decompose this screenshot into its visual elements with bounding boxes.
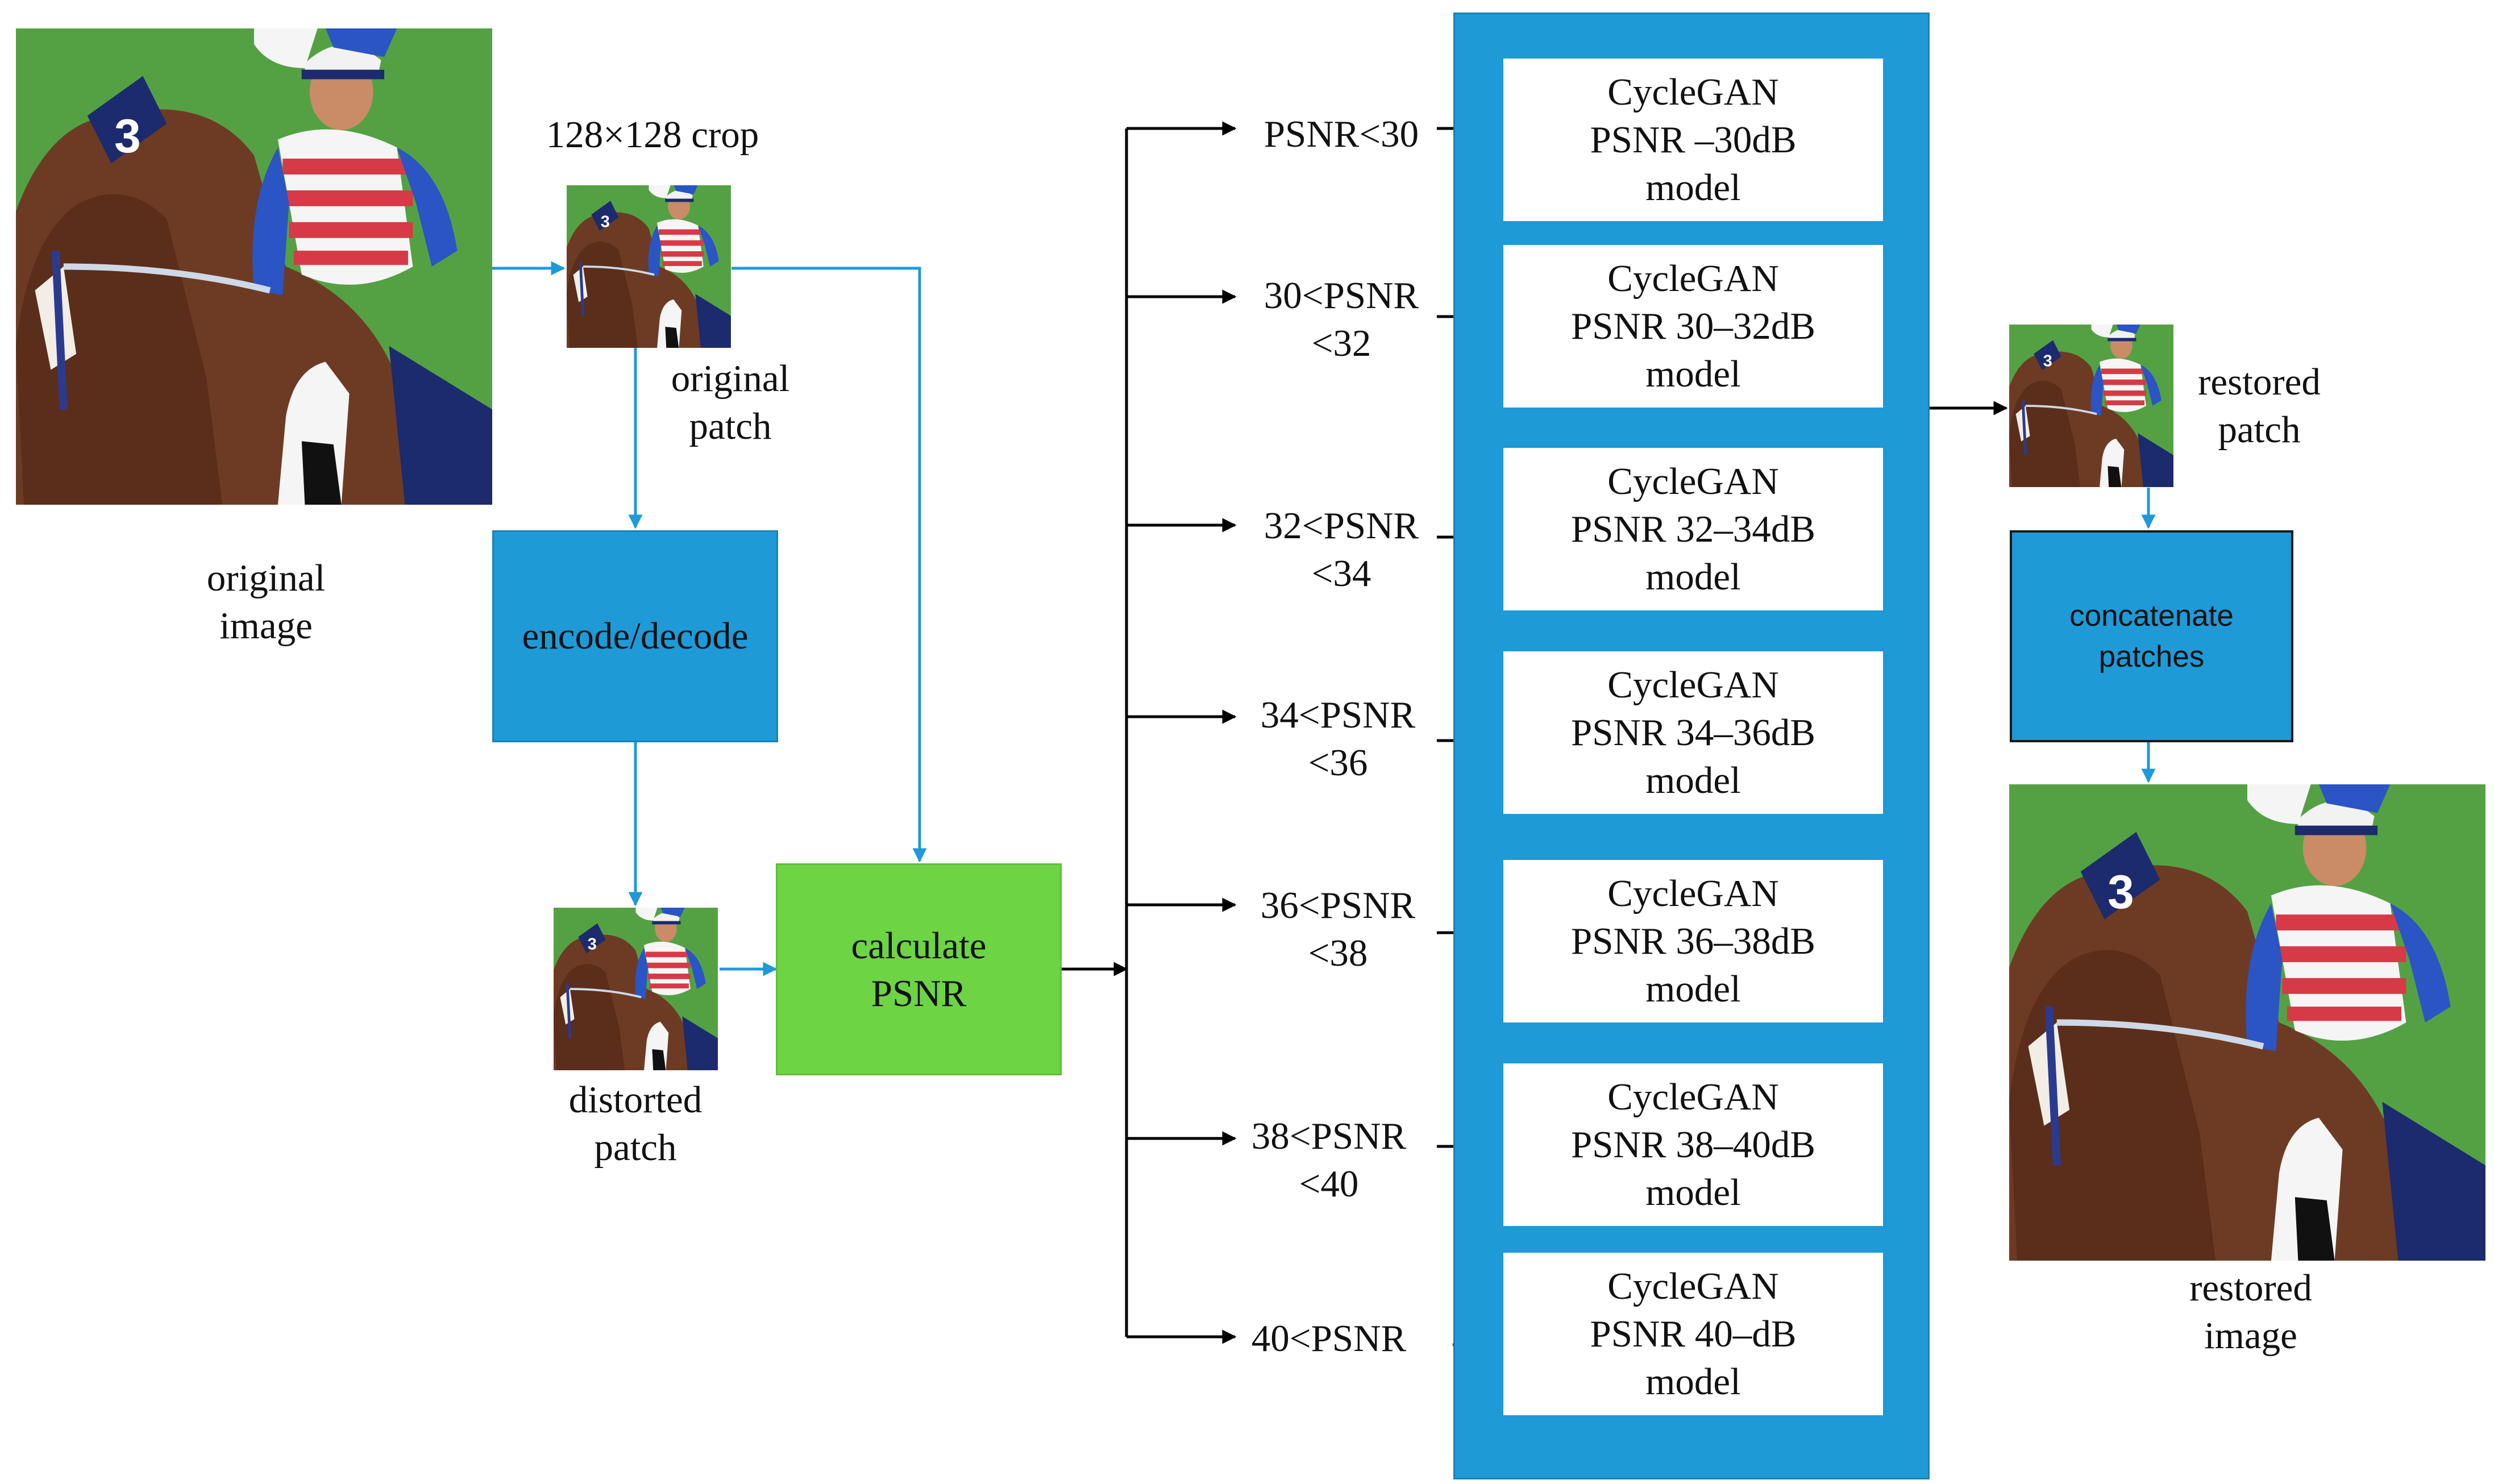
svg-text:3: 3 <box>114 109 141 163</box>
range-label-5: 36<PSNR <38 <box>1260 884 1416 974</box>
range-label-2: 30<PSNR <32 <box>1263 275 1419 364</box>
original-patch-photo: 3 <box>567 185 731 348</box>
model-box-6: CycleGAN PSNR 38–40dB model <box>1503 1063 1883 1226</box>
restored-patch-label: restored patch <box>2198 361 2321 451</box>
svg-text:3: 3 <box>2108 865 2134 918</box>
original-image-photo: 3 <box>16 28 492 505</box>
range-label-3: 32<PSNR <34 <box>1263 505 1419 595</box>
svg-text:3: 3 <box>588 936 597 954</box>
model-box-4: CycleGAN PSNR 34–36dB model <box>1503 651 1883 814</box>
model-box-2: CycleGAN PSNR 30–32dB model <box>1503 245 1883 408</box>
model-box-3: CycleGAN PSNR 32–34dB model <box>1503 448 1883 610</box>
model-box-5: CycleGAN PSNR 36–38dB model <box>1503 860 1883 1022</box>
crop-label: 128×128 crop <box>546 114 759 156</box>
original-patch-label: original patch <box>671 358 790 447</box>
restored-image-photo: 3 <box>2009 784 2485 1261</box>
range-label-4: 34<PSNR <36 <box>1260 694 1416 784</box>
range-label-7: 40<PSNR <box>1251 1317 1407 1360</box>
concatenate-patches-box: concatenate patches <box>2010 530 2293 742</box>
svg-text:3: 3 <box>601 213 610 231</box>
restored-patch-photo: 3 <box>2009 325 2173 487</box>
arrow-patch-to-psnr <box>731 267 927 863</box>
range-label-1: PSNR<30 <box>1263 113 1419 155</box>
range-label-6: 38<PSNR <40 <box>1251 1115 1407 1205</box>
original-image-label: original image <box>206 557 326 647</box>
svg-text:3: 3 <box>2043 352 2052 371</box>
distorted-patch-photo: 3 <box>554 908 718 1070</box>
model-box-1: CycleGAN PSNR –30dB model <box>1503 59 1883 221</box>
distorted-patch-label: distorted patch <box>568 1079 703 1169</box>
model-box-7: CycleGAN PSNR 40–dB model <box>1503 1253 1883 1415</box>
restored-image-label: restored image <box>2189 1267 2312 1357</box>
calculate-psnr-box: calculate PSNR <box>776 863 1062 1075</box>
encode-decode-box: encode/decode <box>492 530 778 742</box>
